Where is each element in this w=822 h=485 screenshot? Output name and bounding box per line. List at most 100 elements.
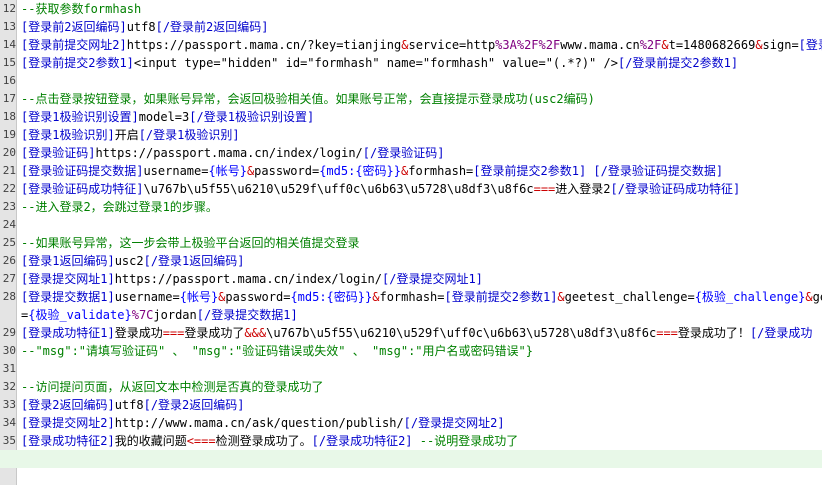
- code-token: [登录提交网址1]: [21, 272, 115, 286]
- code-line[interactable]: 28[登录提交数据1]username={帐号}&password={md5:{…: [0, 288, 822, 306]
- code-token: %7C: [131, 308, 154, 322]
- line-number: 26: [2, 254, 16, 267]
- code-token: [/登录前2返回编码]: [155, 20, 269, 34]
- code-token: ===: [162, 326, 185, 340]
- line-number: 25: [2, 236, 16, 249]
- code-token: [登录成功特征1]: [21, 326, 115, 340]
- code-line[interactable]: 35[登录成功特征2]我的收藏问题<===检测登录成功了。[/登录成功特征2] …: [0, 432, 822, 450]
- code-token: [/登录提交数据1]: [196, 308, 298, 322]
- code-line[interactable]: 25 --如果账号异常，这一步会带上极验平台返回的相关值提交登录: [0, 234, 822, 252]
- code-token: [登录前提交2参数1]: [444, 290, 558, 304]
- line-number: 35: [2, 434, 16, 447]
- code-token: http://www.mama.cn/ask/question/publish/: [114, 416, 404, 430]
- line-text: --"msg":"请填写验证码" 、 "msg":"验证码错误或失效" 、 "m…: [21, 342, 533, 360]
- code-token: 登录成功: [114, 326, 163, 340]
- code-token: formhash=: [379, 290, 445, 304]
- code-token: https://passport.mama.cn/index/login/: [95, 146, 363, 160]
- code-line[interactable]: 30--"msg":"请填写验证码" 、 "msg":"验证码错误或失效" 、 …: [0, 342, 822, 360]
- line-number: 15: [2, 56, 16, 69]
- line-number: 12: [2, 2, 16, 15]
- code-token: [登录提交数据1]: [21, 290, 115, 304]
- code-line[interactable]: 27 [登录提交网址1]https://passport.mama.cn/inde…: [0, 270, 822, 288]
- code-line[interactable]: 17--点击登录按钮登录，如果账号异常，会返回极验相关值。如果账号正常，会直接提…: [0, 90, 822, 108]
- code-line[interactable]: 16: [0, 72, 822, 90]
- code-token: [/登录验证码成功特征]: [610, 182, 741, 196]
- line-number: 21: [2, 164, 16, 177]
- code-token: t=1480682669: [668, 38, 756, 52]
- code-token: jordan: [153, 308, 197, 322]
- code-token: [登录成功特征2]: [21, 434, 115, 448]
- code-token: geetest_challenge=: [564, 290, 695, 304]
- code-token: https://passport.mama.cn/index/login/: [114, 272, 382, 286]
- code-token: username=: [114, 290, 180, 304]
- code-token: [登录提交网址2]: [21, 416, 115, 430]
- line-number: 27: [2, 272, 16, 285]
- code-line[interactable]: 15 [登录前提交2参数1]<input type="hidden" id="fo…: [0, 54, 822, 72]
- code-token: [/登录2返回编码]: [143, 398, 245, 412]
- code-token: --如果账号异常，这一步会带上极验平台返回的相关值提交登录: [21, 236, 360, 250]
- code-token: password=: [225, 290, 291, 304]
- code-token: [登录前提交2参数1]: [473, 164, 587, 178]
- code-token: https://passport.mama.cn/?key=tianjing: [126, 38, 402, 52]
- code-token: sign=: [762, 38, 799, 52]
- line-text: [登录前2返回编码]utf8[/登录前2返回编码]: [21, 18, 269, 36]
- code-token: %2F: [639, 38, 662, 52]
- code-token: [/登录1极验识别设置]: [189, 110, 315, 124]
- code-token: [登录2返回编码]: [21, 398, 115, 412]
- code-line[interactable]: 32--访问提问页面，从返回文本中检测是否真的登录成功了: [0, 378, 822, 396]
- line-text: --进入登录2，会跳过登录1的步骤。: [21, 198, 218, 216]
- code-line[interactable]: 22 [登录验证码成功特征]\u767b\u5f55\u6210\u529f\uf…: [0, 180, 822, 198]
- code-line[interactable]: [0, 450, 822, 468]
- code-token: [登录1极验识别]: [21, 128, 115, 142]
- code-line[interactable]: 14[登录前提交网址2]https://passport.mama.cn/?ke…: [0, 36, 822, 54]
- code-token: ===: [656, 326, 678, 340]
- line-number: 13: [2, 20, 16, 33]
- code-token: service=http: [408, 38, 496, 52]
- line-number: 23: [2, 200, 16, 213]
- code-line[interactable]: 19[登录1极验识别]开启[/登录1极验识别]: [0, 126, 822, 144]
- code-token: &: [401, 38, 409, 52]
- code-line[interactable]: 20[登录验证码]https://passport.mama.cn/index/…: [0, 144, 822, 162]
- code-token: &: [661, 38, 669, 52]
- code-line[interactable]: 18[登录1极验识别设置]model=3[/登录1极验识别设置]: [0, 108, 822, 126]
- code-token: formhash=: [408, 164, 474, 178]
- line-text: --获取参数formhash: [21, 0, 141, 18]
- code-token: model=3: [138, 110, 190, 124]
- line-text: [登录成功特征1]登录成功===登录成功了&&&\u767b\u5f55\u62…: [21, 324, 812, 342]
- line-number: 29: [2, 326, 16, 339]
- code-line[interactable]: 23 --进入登录2，会跳过登录1的步骤。: [0, 198, 822, 216]
- code-line[interactable]: ={极验_validate}%7Cjordan[/登录提交数据1]: [0, 306, 822, 324]
- code-token: utf8: [114, 398, 144, 412]
- line-text: [登录验证码成功特征]\u767b\u5f55\u6210\u529f\uff0…: [21, 180, 740, 198]
- code-line[interactable]: 21[登录验证码提交数据]username={帐号}&password={md5…: [0, 162, 822, 180]
- line-number-gutter: [0, 0, 17, 485]
- line-number: 22: [2, 182, 16, 195]
- code-line[interactable]: 29 [登录成功特征1]登录成功===登录成功了&&&\u767b\u5f55\u…: [0, 324, 822, 342]
- code-token: [登录验证码成功特征]: [21, 182, 144, 196]
- code-token: [登录1返回编码]: [21, 254, 115, 268]
- code-token: 开启: [114, 128, 139, 142]
- code-token: <===: [186, 434, 216, 448]
- code-token: <input type="hidden" id="formhash" name=…: [133, 56, 618, 70]
- code-token: [登录验证码]: [21, 146, 96, 160]
- code-line[interactable]: 12 --获取参数formhash: [0, 0, 822, 18]
- code-line[interactable]: 13 [登录前2返回编码]utf8[/登录前2返回编码]: [0, 18, 822, 36]
- code-token: --说明登录成功了: [412, 434, 519, 448]
- line-text: [登录提交网址1]https://passport.mama.cn/index/…: [21, 270, 483, 288]
- line-text: [登录前提交2参数1]<input type="hidden" id="form…: [21, 54, 738, 72]
- line-text: [登录1极验识别]开启[/登录1极验识别]: [21, 126, 240, 144]
- code-line[interactable]: 33[登录2返回编码]utf8[/登录2返回编码]: [0, 396, 822, 414]
- code-token: &: [557, 290, 565, 304]
- code-area[interactable]: 12 --获取参数formhash 13 [登录前2返回编码]utf8[/登录前2返回…: [0, 0, 822, 468]
- code-token: {md5:{密码}}: [319, 164, 402, 178]
- code-token: \u767b\u5f55\u6210\u529f\uff0c\u6b63\u57…: [143, 182, 534, 196]
- code-token: ge: [812, 290, 822, 304]
- code-line[interactable]: 24: [0, 216, 822, 234]
- line-number: 16: [2, 74, 16, 87]
- code-token: 登录成功了: [184, 326, 245, 340]
- code-line[interactable]: 34[登录提交网址2]http://www.mama.cn/ask/questi…: [0, 414, 822, 432]
- code-line[interactable]: 26[登录1返回编码]usc2[/登录1返回编码]: [0, 252, 822, 270]
- code-token: &: [401, 164, 409, 178]
- code-line[interactable]: 31: [0, 360, 822, 378]
